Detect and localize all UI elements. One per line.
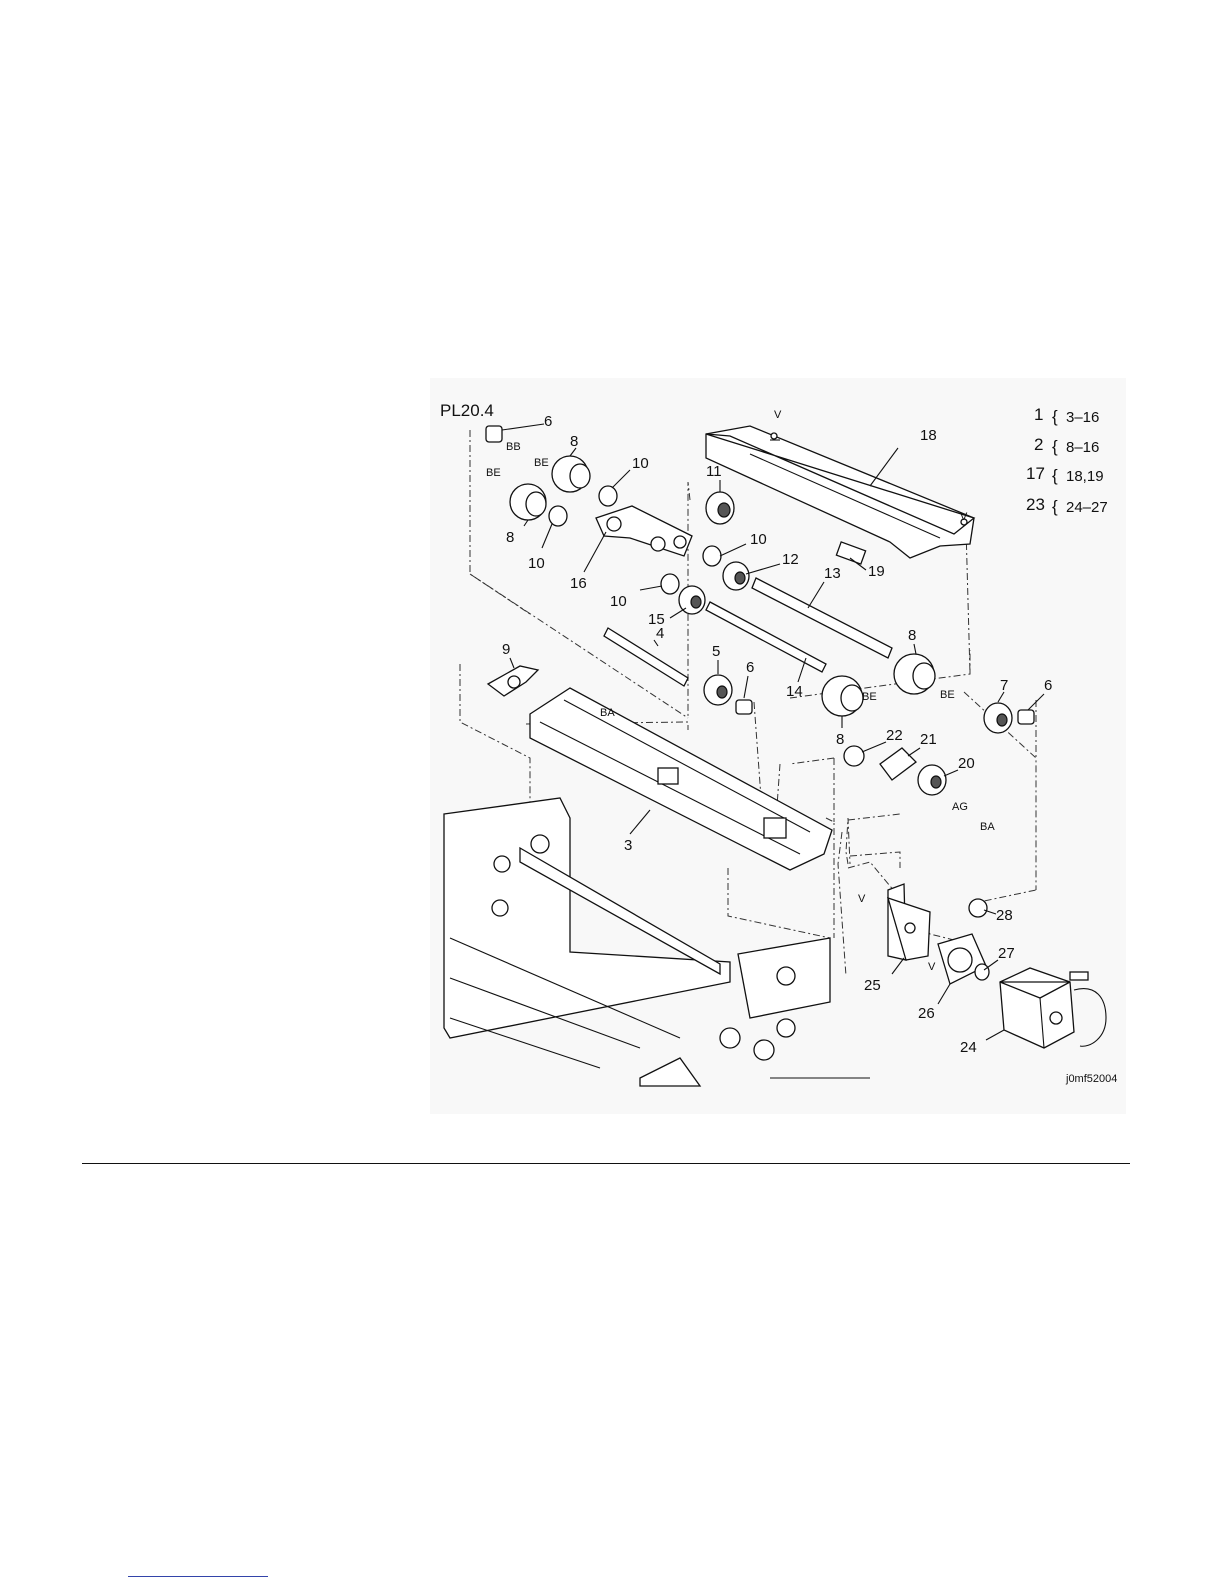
code: V	[960, 511, 968, 523]
callout: 14	[786, 683, 803, 700]
assembly-range: 3–16	[1066, 409, 1099, 426]
assembly-item: 1	[1034, 405, 1043, 424]
callout: 6	[1044, 677, 1052, 694]
main-frame-part-3	[530, 688, 832, 870]
callout: 16	[570, 575, 587, 592]
callout: 10	[528, 555, 545, 572]
callout: 18	[920, 427, 937, 444]
callout: 11	[706, 463, 722, 480]
callout: 6	[746, 659, 754, 676]
assembly-brace: {	[1052, 497, 1058, 516]
callout: 27	[998, 945, 1015, 962]
code: BE	[534, 457, 549, 469]
code: BA	[980, 821, 995, 833]
callout: 10	[750, 531, 767, 548]
assembly-brace: {	[1052, 437, 1058, 456]
assembly-legend: 1 { 3–16 2 { 8–16 17 { 18,19 23 { 24–27	[1026, 405, 1108, 516]
callout: 9	[502, 641, 510, 658]
callout: 5	[712, 643, 720, 660]
callout: 28	[996, 907, 1013, 924]
callout: 6	[544, 413, 552, 430]
bush-6	[486, 426, 502, 442]
assembly-brace: {	[1052, 407, 1058, 426]
callout: 7	[1000, 677, 1008, 694]
code: BB	[506, 441, 521, 453]
plate-number: PL20.4	[440, 401, 494, 420]
code: BE	[940, 689, 955, 701]
image-code: j0mf52004	[1065, 1073, 1117, 1085]
callout: 22	[886, 727, 903, 744]
footer-divider	[128, 1576, 268, 1577]
callout: 25	[864, 977, 881, 994]
top-cover-part-18	[706, 426, 974, 564]
callout: 20	[958, 755, 975, 772]
page-divider	[82, 1163, 1130, 1164]
callout: 8	[506, 529, 514, 546]
callout: 19	[868, 563, 885, 580]
assembly-item: 23	[1026, 495, 1045, 514]
code: BE	[486, 467, 501, 479]
callout: 10	[610, 593, 627, 610]
callout: 8	[836, 731, 844, 748]
assembly-item: 2	[1034, 435, 1043, 454]
assembly-range: 18,19	[1066, 468, 1104, 485]
parts-diagram: PL20.4 1 { 3–16 2 { 8–16 17 { 18,19 23 {…	[430, 378, 1126, 1114]
callout: 10	[632, 455, 649, 472]
callout: 24	[960, 1039, 977, 1056]
code: V	[774, 409, 782, 421]
callout: 8	[570, 433, 578, 450]
callout: 8	[908, 627, 916, 644]
code: AG	[952, 801, 968, 813]
callout: 4	[656, 625, 664, 642]
code: V	[858, 893, 866, 905]
callout: 26	[918, 1005, 935, 1022]
callout: 13	[824, 565, 841, 582]
assembly-item: 17	[1026, 464, 1045, 483]
code: BE	[862, 691, 877, 703]
callout: 12	[782, 551, 799, 568]
assembly-range: 24–27	[1066, 499, 1108, 516]
code: V	[928, 961, 936, 973]
assembly-brace: {	[1052, 466, 1058, 485]
callout: 21	[920, 731, 937, 748]
assembly-range: 8–16	[1066, 439, 1099, 456]
code: BA	[600, 707, 615, 719]
callout: 3	[624, 837, 632, 854]
